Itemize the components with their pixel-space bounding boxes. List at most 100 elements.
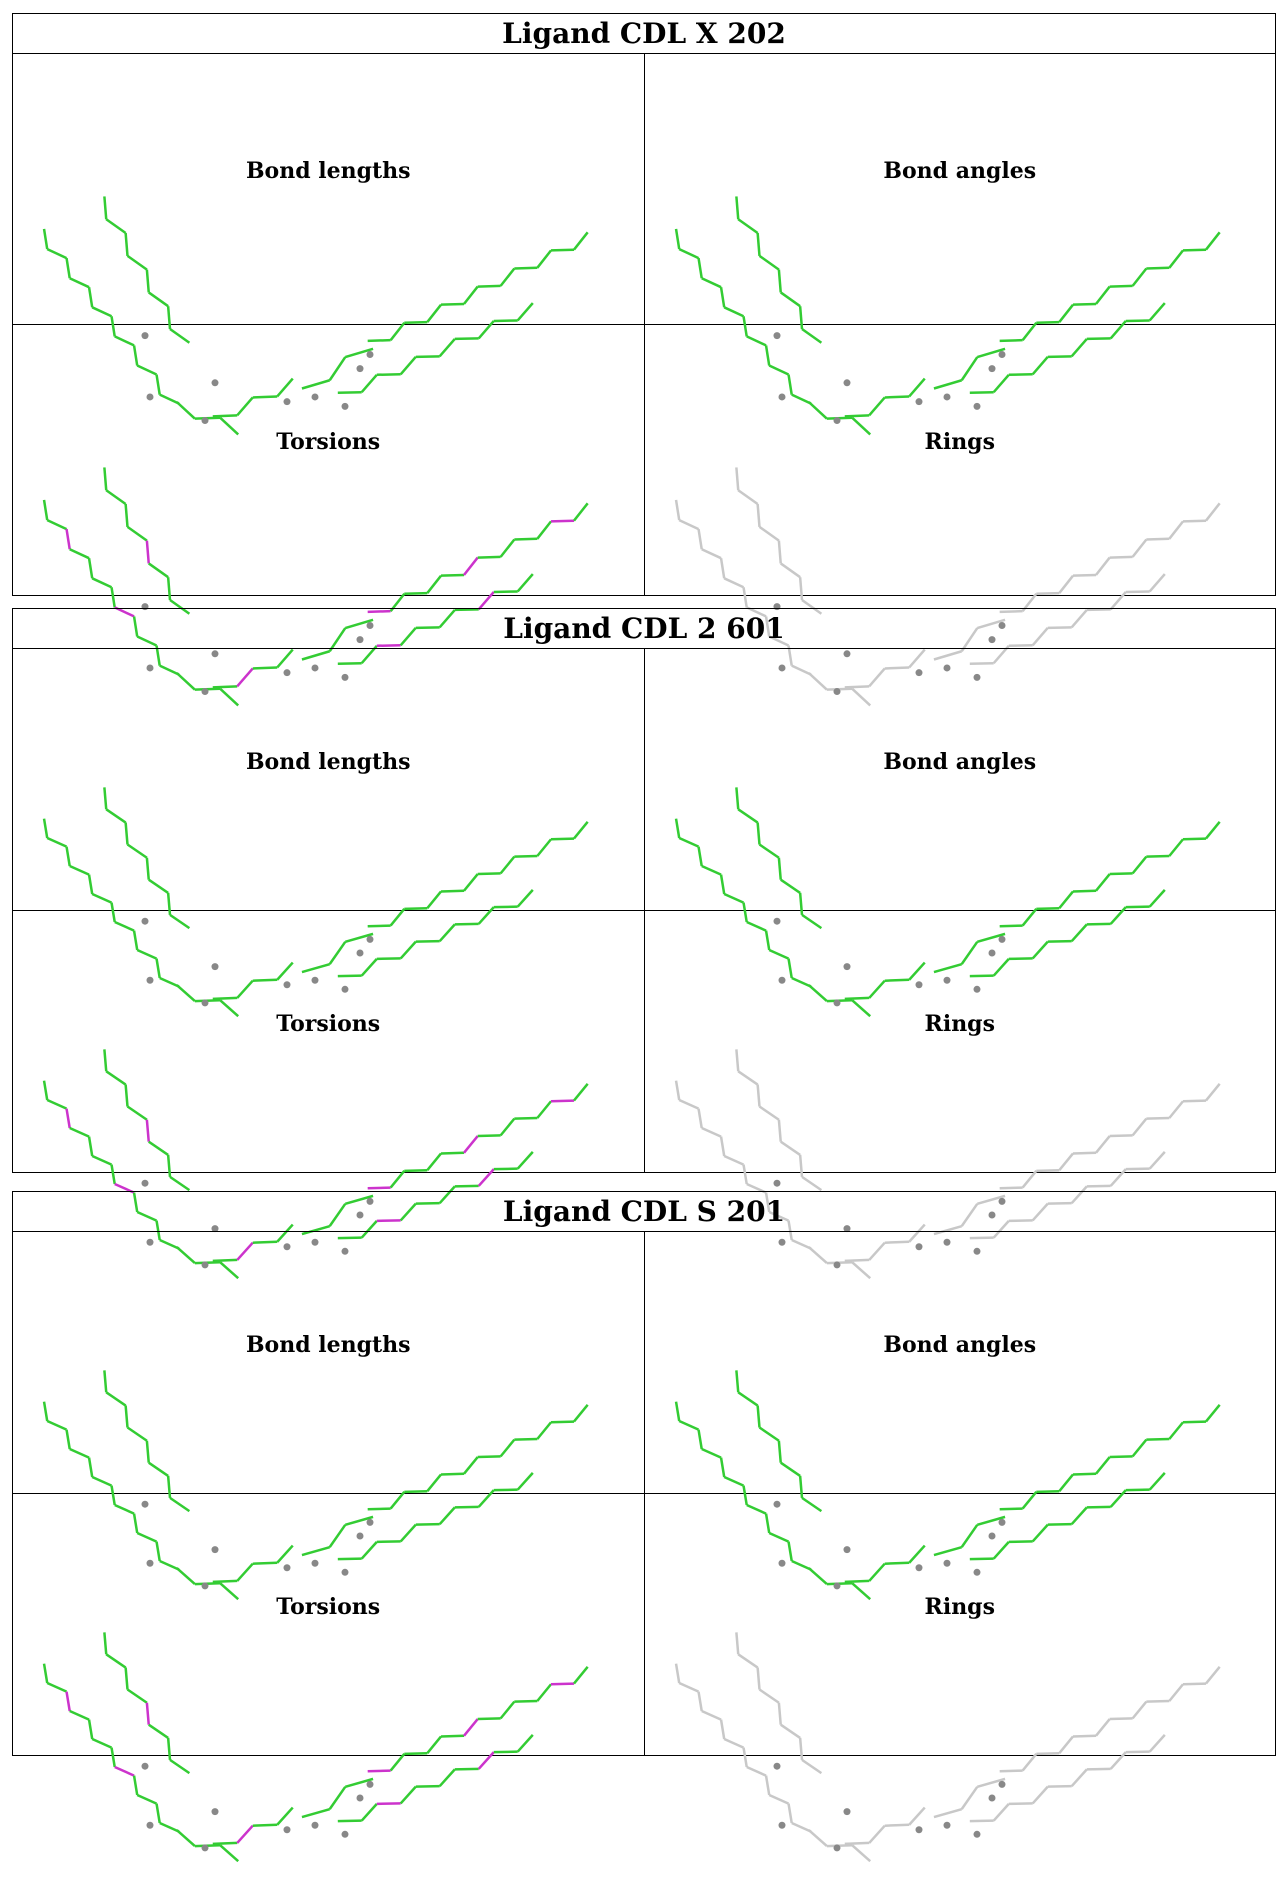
bond-line <box>676 1663 679 1682</box>
bond-line <box>769 1794 788 1803</box>
atom-dot <box>973 985 980 992</box>
bond-line <box>999 925 1022 926</box>
bond-line <box>479 1490 494 1507</box>
bond-line <box>440 1769 455 1786</box>
atom-dot <box>142 917 149 924</box>
bond-line <box>127 1106 146 1119</box>
bond-line <box>1022 1753 1036 1770</box>
atom-dot <box>998 1518 1005 1525</box>
bond-line <box>800 892 802 914</box>
bond-line <box>362 1803 377 1820</box>
atom-dot <box>843 1546 850 1553</box>
bond-line <box>884 979 908 980</box>
bond-line <box>884 1562 908 1563</box>
bond-line <box>44 1080 47 1099</box>
atom-dot <box>988 365 995 372</box>
bond-line <box>1110 907 1125 924</box>
bond-line <box>514 268 537 269</box>
bond-line <box>1146 1700 1169 1701</box>
bond-line <box>126 504 128 527</box>
bond-line <box>736 787 738 809</box>
bond-line <box>1095 874 1109 891</box>
bond-line <box>537 1684 551 1701</box>
bond-line <box>1110 592 1125 609</box>
bond-line <box>147 270 149 293</box>
bond-line <box>67 1429 70 1448</box>
molecule-diagram <box>13 189 644 460</box>
bond-line <box>1146 855 1169 856</box>
atom-dot <box>998 1780 1005 1787</box>
atom-dot <box>357 1532 364 1539</box>
atom-dot <box>773 1762 780 1769</box>
bond-line <box>869 1825 885 1842</box>
atom-dot <box>142 1179 149 1186</box>
bond-line <box>404 593 427 594</box>
bond-line <box>44 500 47 520</box>
bond-line <box>1109 873 1132 874</box>
bond-line <box>44 818 47 837</box>
panel-caption: Rings <box>645 429 1276 455</box>
bond-line <box>574 503 588 520</box>
bond-line <box>464 287 478 304</box>
atom-dot <box>973 1568 980 1575</box>
bond-line <box>869 1563 885 1580</box>
bond-line <box>501 1439 515 1456</box>
bond-line <box>1095 1136 1109 1153</box>
bond-line <box>933 1547 961 1555</box>
bond-line <box>738 219 757 233</box>
bond-line <box>277 1807 293 1824</box>
bond-line <box>441 575 464 576</box>
bond-line <box>721 874 724 893</box>
bond-line <box>514 1438 537 1439</box>
atom-dot <box>142 1500 149 1507</box>
bond-line <box>106 1654 125 1667</box>
atom-dot <box>915 398 922 405</box>
bond-line <box>1205 1666 1219 1683</box>
bond-line <box>427 891 441 908</box>
bond-line <box>441 1152 464 1153</box>
bond-line <box>147 857 149 879</box>
bond-line <box>391 908 405 925</box>
bond-line <box>168 1154 170 1176</box>
bond-line <box>330 1524 346 1546</box>
bond-line <box>1022 323 1036 340</box>
atom-dot <box>943 1559 950 1566</box>
bond-line <box>518 1472 533 1489</box>
bond-line <box>1059 1474 1073 1491</box>
bond-line <box>391 1170 405 1187</box>
bond-line <box>137 366 156 375</box>
bond-line <box>168 1475 170 1497</box>
bond-line <box>302 380 330 388</box>
bond-line <box>170 914 189 927</box>
bond-line <box>701 1127 720 1136</box>
bond-line <box>213 1580 237 1581</box>
bond-line <box>104 1370 106 1392</box>
bond-line <box>738 1392 757 1405</box>
bond-line <box>1183 1100 1206 1101</box>
bond-line <box>168 577 170 600</box>
bond-line <box>147 1440 149 1462</box>
molecule-diagram <box>645 1363 1276 1625</box>
bond-line <box>149 879 168 892</box>
bond-line <box>676 818 679 837</box>
bond-line <box>479 592 494 609</box>
bond-line <box>147 1702 149 1724</box>
bond-line <box>724 893 743 902</box>
bond-line <box>404 1491 427 1492</box>
bond-line <box>788 375 791 395</box>
bond-line <box>127 1689 146 1702</box>
bond-line <box>67 1108 70 1127</box>
atom-dot <box>367 935 374 942</box>
bond-line <box>961 941 977 963</box>
panel-caption: Bond lengths <box>13 1332 644 1358</box>
bond-line <box>746 1504 765 1513</box>
bond-line <box>1109 557 1132 558</box>
panel-caption: Bond lengths <box>13 158 644 184</box>
bond-line <box>1071 339 1086 356</box>
atom-dot <box>284 981 291 988</box>
panel-caption: Bond lengths <box>13 749 644 775</box>
bond-line <box>478 1135 501 1136</box>
bond-line <box>757 504 759 527</box>
bond-line <box>800 1737 802 1759</box>
bond-line <box>362 375 377 392</box>
